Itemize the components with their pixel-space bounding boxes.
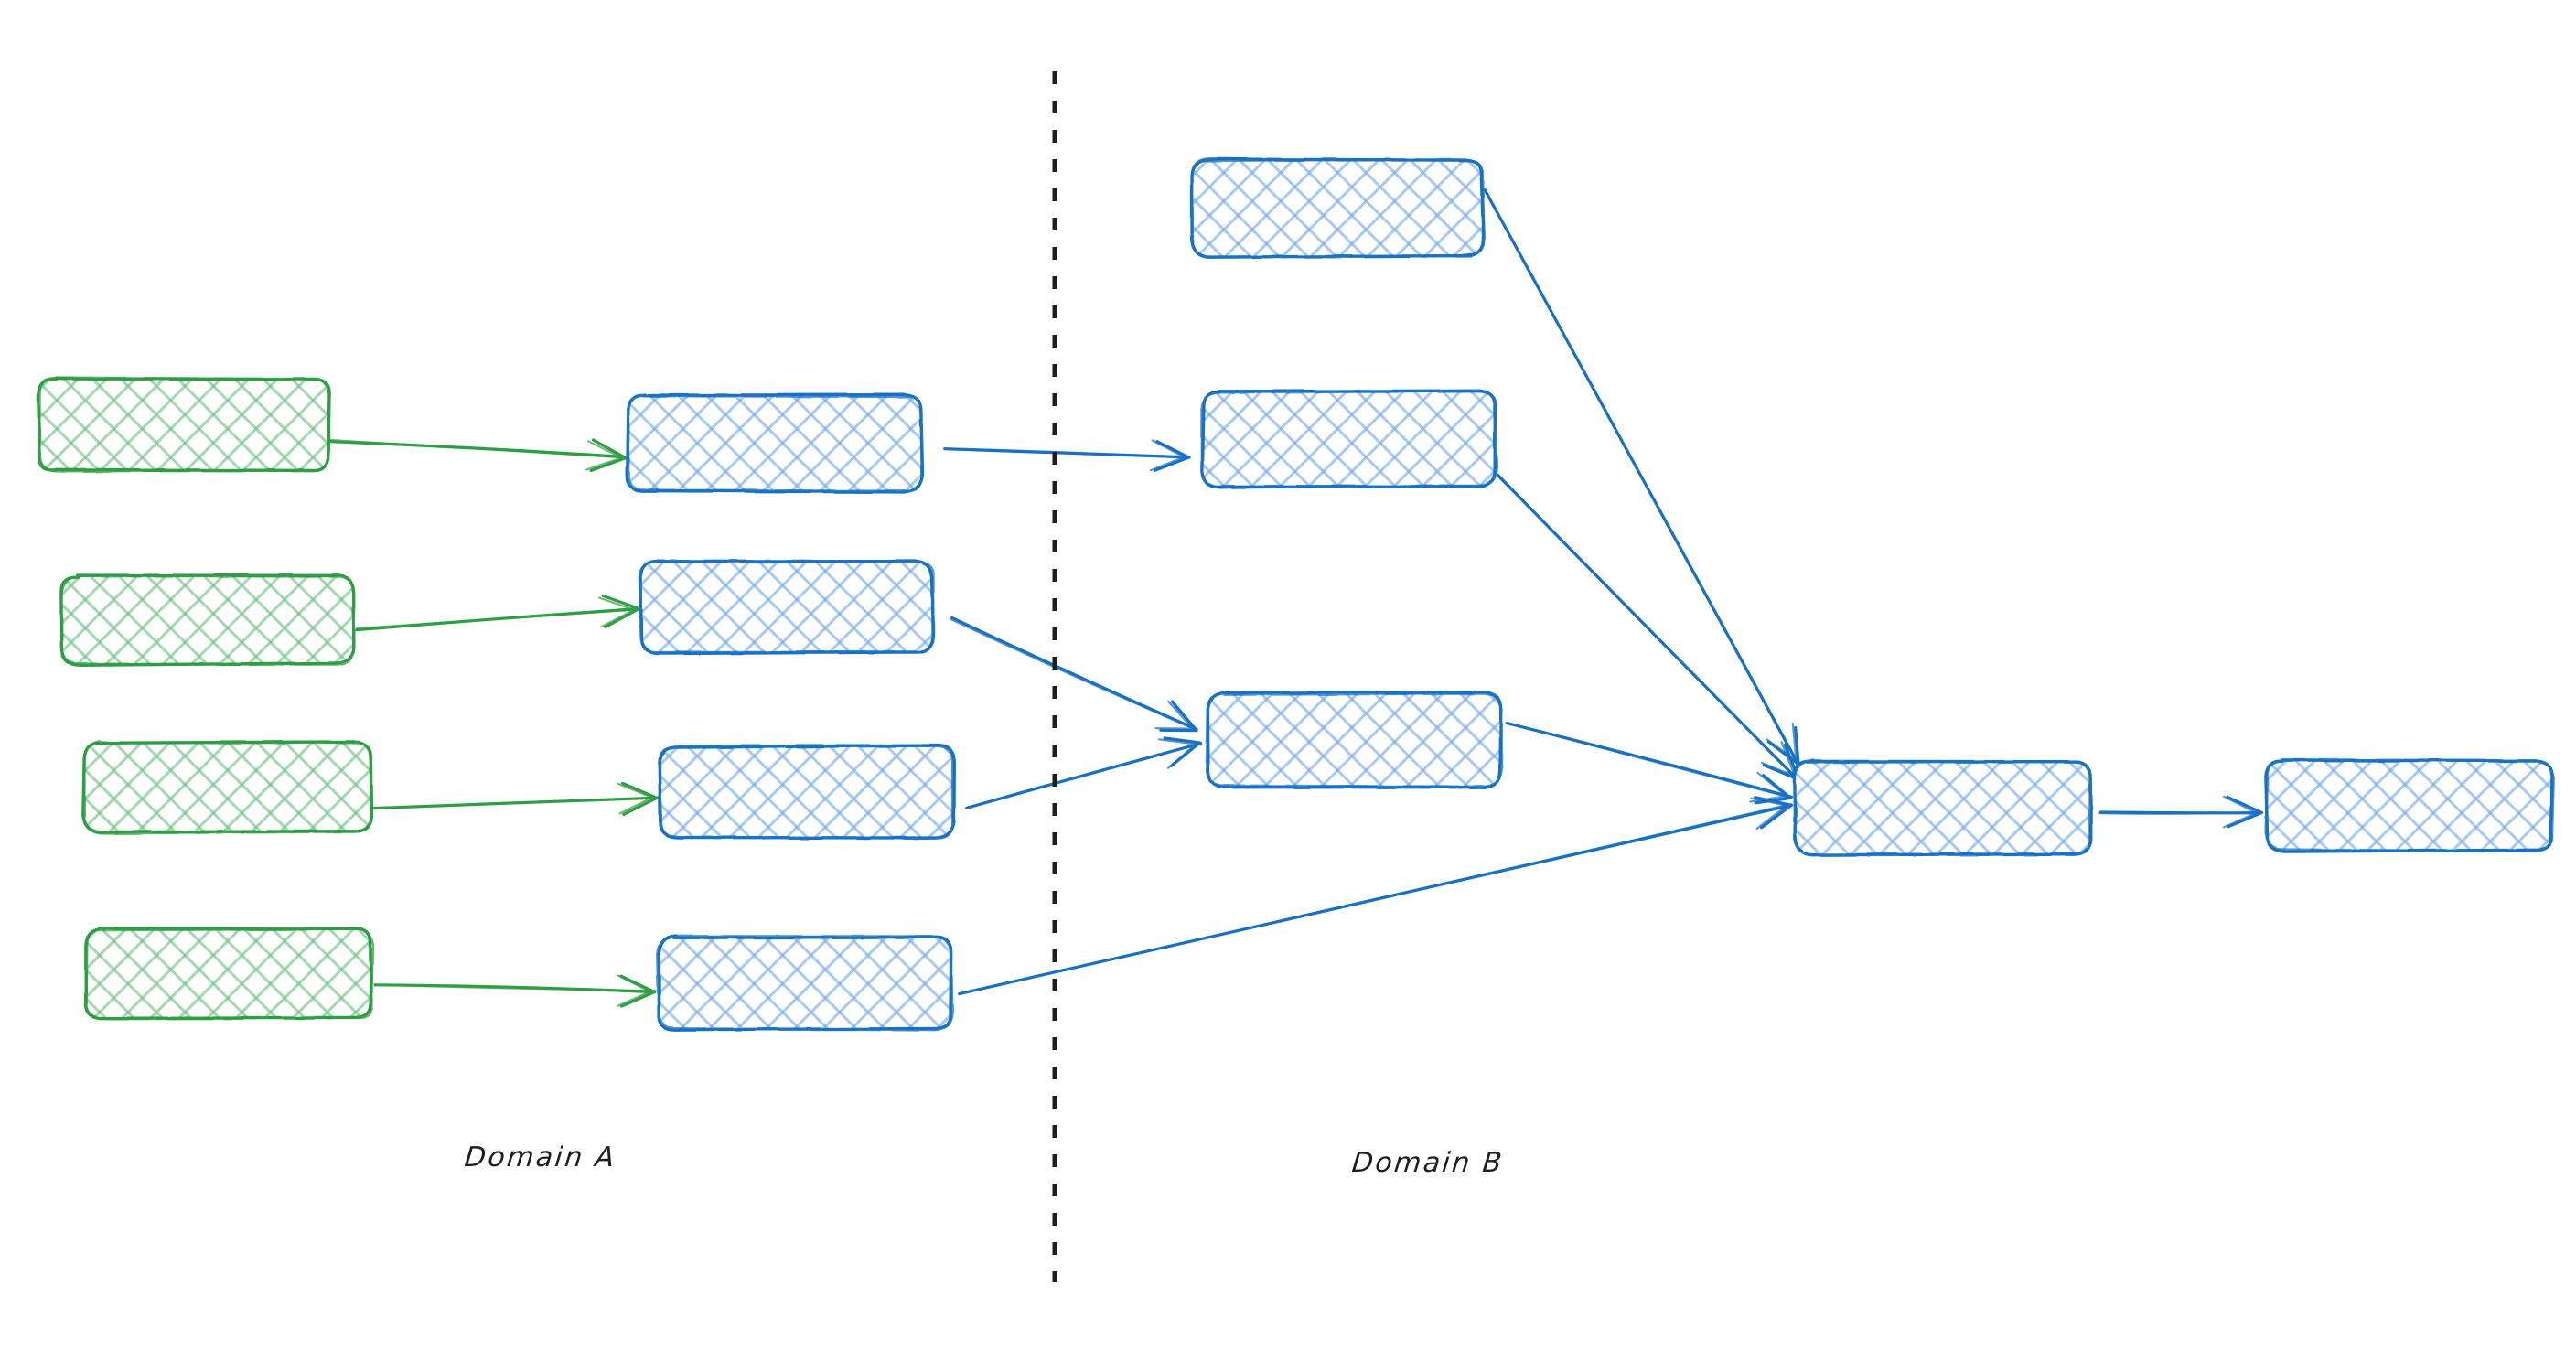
node-blue-b2[interactable] bbox=[1200, 389, 1498, 489]
domain-a-label: Domain A bbox=[463, 1142, 618, 1174]
edge-e5 bbox=[943, 439, 1191, 472]
nodes-layer bbox=[37, 157, 2555, 1032]
edge-e4 bbox=[373, 974, 657, 1008]
edge-e6 bbox=[950, 616, 1198, 733]
edges-layer bbox=[327, 188, 2264, 1008]
node-blue-a2[interactable] bbox=[638, 559, 935, 656]
domain-b-label: Domain B bbox=[1350, 1147, 1506, 1179]
node-blue-a4[interactable] bbox=[656, 934, 954, 1032]
edge-e7 bbox=[964, 736, 1203, 809]
node-blue-b3[interactable] bbox=[1205, 691, 1503, 789]
edge-e12 bbox=[2098, 795, 2264, 829]
edge-e1 bbox=[327, 438, 628, 473]
node-green-2[interactable] bbox=[59, 573, 356, 667]
edge-e3 bbox=[372, 781, 659, 817]
node-blue-merge[interactable] bbox=[1793, 758, 2093, 857]
node-green-1[interactable] bbox=[37, 376, 331, 473]
node-blue-b1[interactable] bbox=[1189, 157, 1486, 259]
node-green-3[interactable] bbox=[81, 740, 374, 835]
node-blue-final[interactable] bbox=[2264, 758, 2555, 853]
edge-e8 bbox=[958, 796, 1794, 996]
edge-e10 bbox=[1496, 473, 1800, 782]
edge-e11 bbox=[1505, 721, 1793, 805]
edge-e9 bbox=[1483, 188, 1800, 766]
edge-e2 bbox=[355, 594, 641, 632]
node-green-4[interactable] bbox=[83, 927, 374, 1020]
node-blue-a3[interactable] bbox=[658, 744, 956, 840]
node-blue-a1[interactable] bbox=[625, 393, 925, 494]
